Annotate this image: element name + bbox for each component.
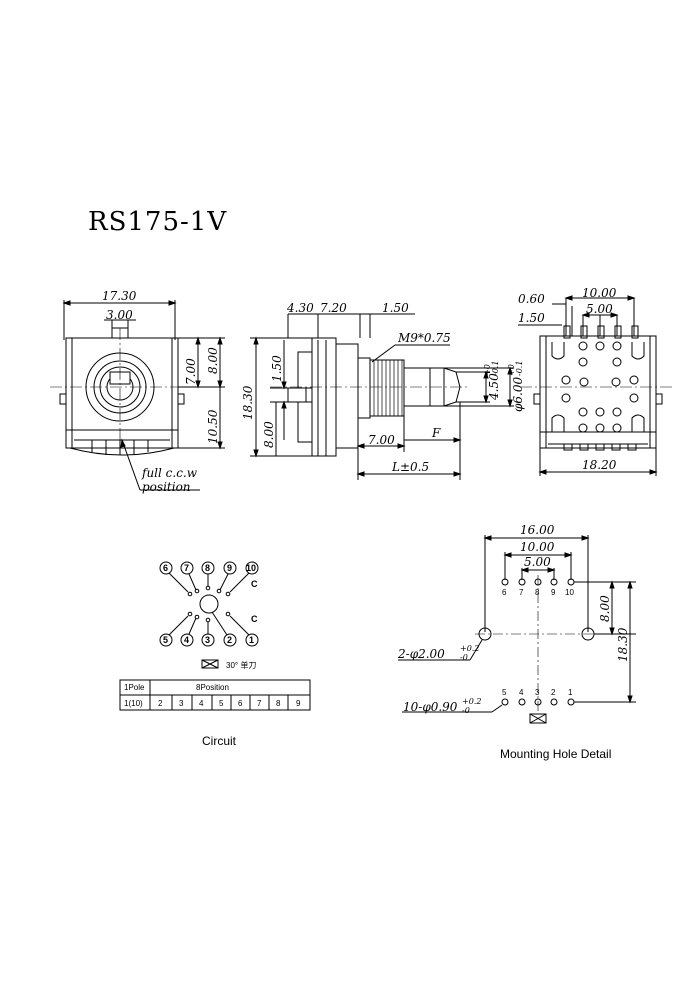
side-dim-150-top: 1.50 xyxy=(382,301,409,315)
table-cell-2: 2 xyxy=(158,699,163,708)
mount-hole-big-tol-up: +0.2 xyxy=(460,644,479,653)
front-width-dim: 17.30 xyxy=(102,289,137,303)
side-dim-800: 8.00 xyxy=(262,421,276,448)
rear-dim-1000: 10.00 xyxy=(582,286,617,300)
rear-view: 0.60 10.00 5.00 1.50 xyxy=(518,286,675,476)
circuit-pin-1: 1 xyxy=(249,635,254,645)
table-cell-8: 8 xyxy=(276,699,281,708)
mount-pin-10: 10 xyxy=(565,588,574,597)
mount-dim-800: 8.00 xyxy=(598,595,612,622)
rear-width-dim: 18.20 xyxy=(582,458,617,472)
mount-pin-6: 6 xyxy=(502,588,507,597)
side-view: 4.30 7.20 1.50 M9*0.75 xyxy=(241,301,525,480)
circuit-pin-10: 10 xyxy=(246,563,256,573)
circuit-caption: Circuit xyxy=(202,734,237,748)
mount-caption: Mounting Hole Detail xyxy=(500,747,611,761)
circuit-pin-7: 7 xyxy=(184,563,189,573)
front-dim-1050: 10.50 xyxy=(206,409,220,444)
rear-dim-500: 5.00 xyxy=(586,302,613,316)
part-number-title: RS175-1V xyxy=(88,207,227,237)
mount-dim-1600: 16.00 xyxy=(520,523,555,537)
circuit-pin-2: 2 xyxy=(227,635,232,645)
front-view: 17.30 3.00 xyxy=(50,289,225,494)
table-cell-4: 4 xyxy=(199,699,204,708)
circuit-pin-8: 8 xyxy=(205,563,210,573)
side-dia-450-tol-up: +0 xyxy=(483,364,492,376)
mount-pin-7: 7 xyxy=(519,588,524,597)
side-dia-600: φ6.00 xyxy=(511,377,525,412)
table-cell-5: 5 xyxy=(219,699,224,708)
circuit-diagram: 6 7 8 9 10 C 5 4 3 2 1 C xyxy=(119,561,311,748)
mount-pin-9: 9 xyxy=(551,588,556,597)
circuit-pin-4: 4 xyxy=(184,635,189,645)
table-cell-3: 3 xyxy=(179,699,184,708)
mount-pin-5: 5 xyxy=(502,688,507,697)
mount-dim-1000: 10.00 xyxy=(520,540,555,554)
front-shaft-dim: 3.00 xyxy=(106,308,133,322)
circuit-pin-6: 6 xyxy=(163,563,168,573)
mount-hole-small-tol-dn: -0 xyxy=(462,706,470,715)
mount-dim-1830: 18.30 xyxy=(616,627,630,662)
circuit-common-top: C xyxy=(251,579,258,589)
side-dim-1830: 18.30 xyxy=(241,385,255,420)
table-pole-header: 1Pole xyxy=(124,683,145,692)
side-dia-450: 4.50 xyxy=(487,373,501,401)
front-note-line2: position xyxy=(142,480,191,494)
side-dim-700: 7.00 xyxy=(368,433,395,447)
mount-hole-big-label: 2-φ2.00 xyxy=(397,647,445,661)
side-dim-F: F xyxy=(431,426,441,440)
table-cell-1: 1(10) xyxy=(124,699,143,708)
side-dim-L: L±0.5 xyxy=(391,460,429,474)
side-dia-600-tol-dn: -0.1 xyxy=(515,361,524,376)
circuit-angle-note: 30° 单刀 xyxy=(226,660,256,670)
table-position-header: 8Position xyxy=(196,683,229,692)
front-note-line1: full c.c.w xyxy=(141,466,198,480)
front-dim-800: 8.00 xyxy=(206,347,220,374)
side-thread-label: M9*0.75 xyxy=(397,331,451,345)
mounting-hole-detail: 16.00 10.00 5.00 6 7 8 9 10 5 xyxy=(397,523,636,761)
rear-dim-060: 0.60 xyxy=(518,292,545,306)
front-dim-700: 7.00 xyxy=(184,358,198,385)
rear-dim-150: 1.50 xyxy=(518,311,545,325)
table-cell-9: 9 xyxy=(296,699,301,708)
mount-pin-8: 8 xyxy=(535,588,540,597)
circuit-pin-5: 5 xyxy=(163,635,168,645)
mount-pin-1: 1 xyxy=(568,688,573,697)
circuit-pin-3: 3 xyxy=(205,635,210,645)
mount-dim-500: 5.00 xyxy=(524,555,551,569)
side-dim-150: 1.50 xyxy=(270,355,284,382)
mount-hole-small-tol-up: +0.2 xyxy=(462,697,481,706)
circuit-pin-9: 9 xyxy=(227,563,232,573)
mount-hole-big-tol-dn: -0 xyxy=(460,653,468,662)
side-dim-430: 4.30 xyxy=(286,301,314,315)
mount-pin-3: 3 xyxy=(535,688,540,697)
side-dim-720: 7.20 xyxy=(320,301,347,315)
mount-pin-4: 4 xyxy=(519,688,524,697)
table-cell-7: 7 xyxy=(257,699,262,708)
mount-pin-2: 2 xyxy=(551,688,556,697)
side-dia-600-tol-up: +0 xyxy=(507,364,516,376)
mount-hole-small-label: 10-φ0.90 xyxy=(403,700,458,714)
circuit-common-bottom: C xyxy=(251,614,258,624)
table-cell-6: 6 xyxy=(238,699,243,708)
